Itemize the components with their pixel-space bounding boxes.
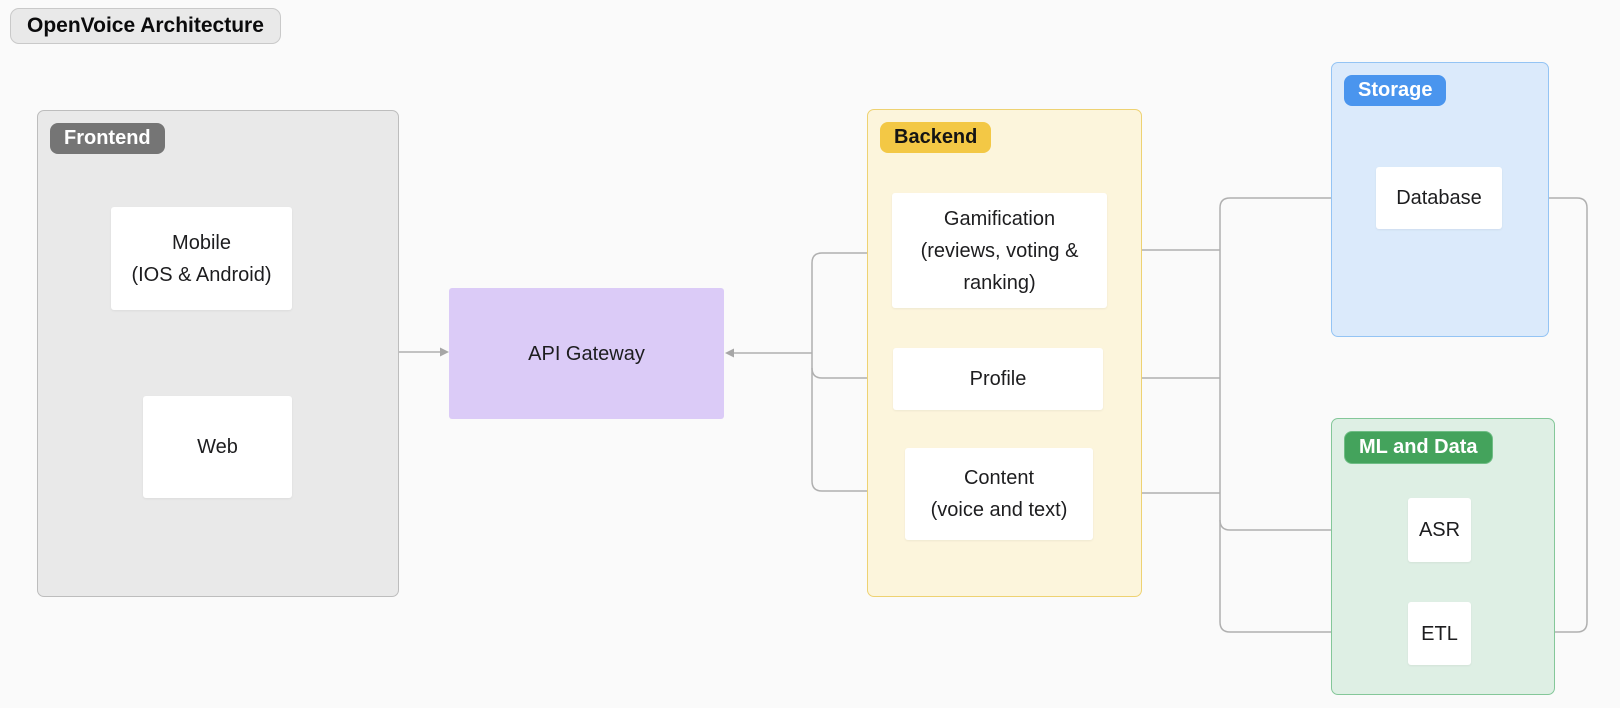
node-asr-label: ASR [1418,519,1461,541]
node-mobile-label: Mobile (IOS & Android) [131,231,272,286]
node-web[interactable]: Web [143,396,292,498]
node-etl-label: ETL [1421,622,1458,645]
arrowhead-into-gateway-left [440,347,449,357]
node-database[interactable]: Database [1376,167,1502,229]
node-database-label: Database [1396,187,1482,209]
node-asr[interactable]: ASR [1408,498,1471,562]
node-api-gateway-label: API Gateway [528,342,645,365]
diagram-title[interactable]: OpenVoice Architecture [10,8,281,44]
group-storage-label[interactable]: Storage [1344,75,1447,106]
group-ml-and-data-label[interactable]: ML and Data [1344,431,1493,464]
node-etl[interactable]: ETL [1408,602,1471,665]
group-frontend[interactable]: Frontend [37,110,399,597]
node-mobile[interactable]: Mobile (IOS & Android) [111,207,292,310]
node-profile[interactable]: Profile [893,348,1103,410]
node-profile-label: Profile [969,368,1027,390]
node-gamification[interactable]: Gamification (reviews, voting & ranking) [892,193,1107,308]
group-frontend-label[interactable]: Frontend [50,123,165,154]
node-web-label: Web [197,436,238,458]
node-content-label: Content (voice and text) [930,467,1068,521]
node-content[interactable]: Content (voice and text) [905,448,1093,540]
group-backend-label[interactable]: Backend [880,122,992,153]
node-gamification-label: Gamification (reviews, voting & ranking) [920,207,1079,294]
arrowhead-into-gateway-right [725,348,734,358]
node-api-gateway[interactable]: API Gateway [449,288,724,419]
